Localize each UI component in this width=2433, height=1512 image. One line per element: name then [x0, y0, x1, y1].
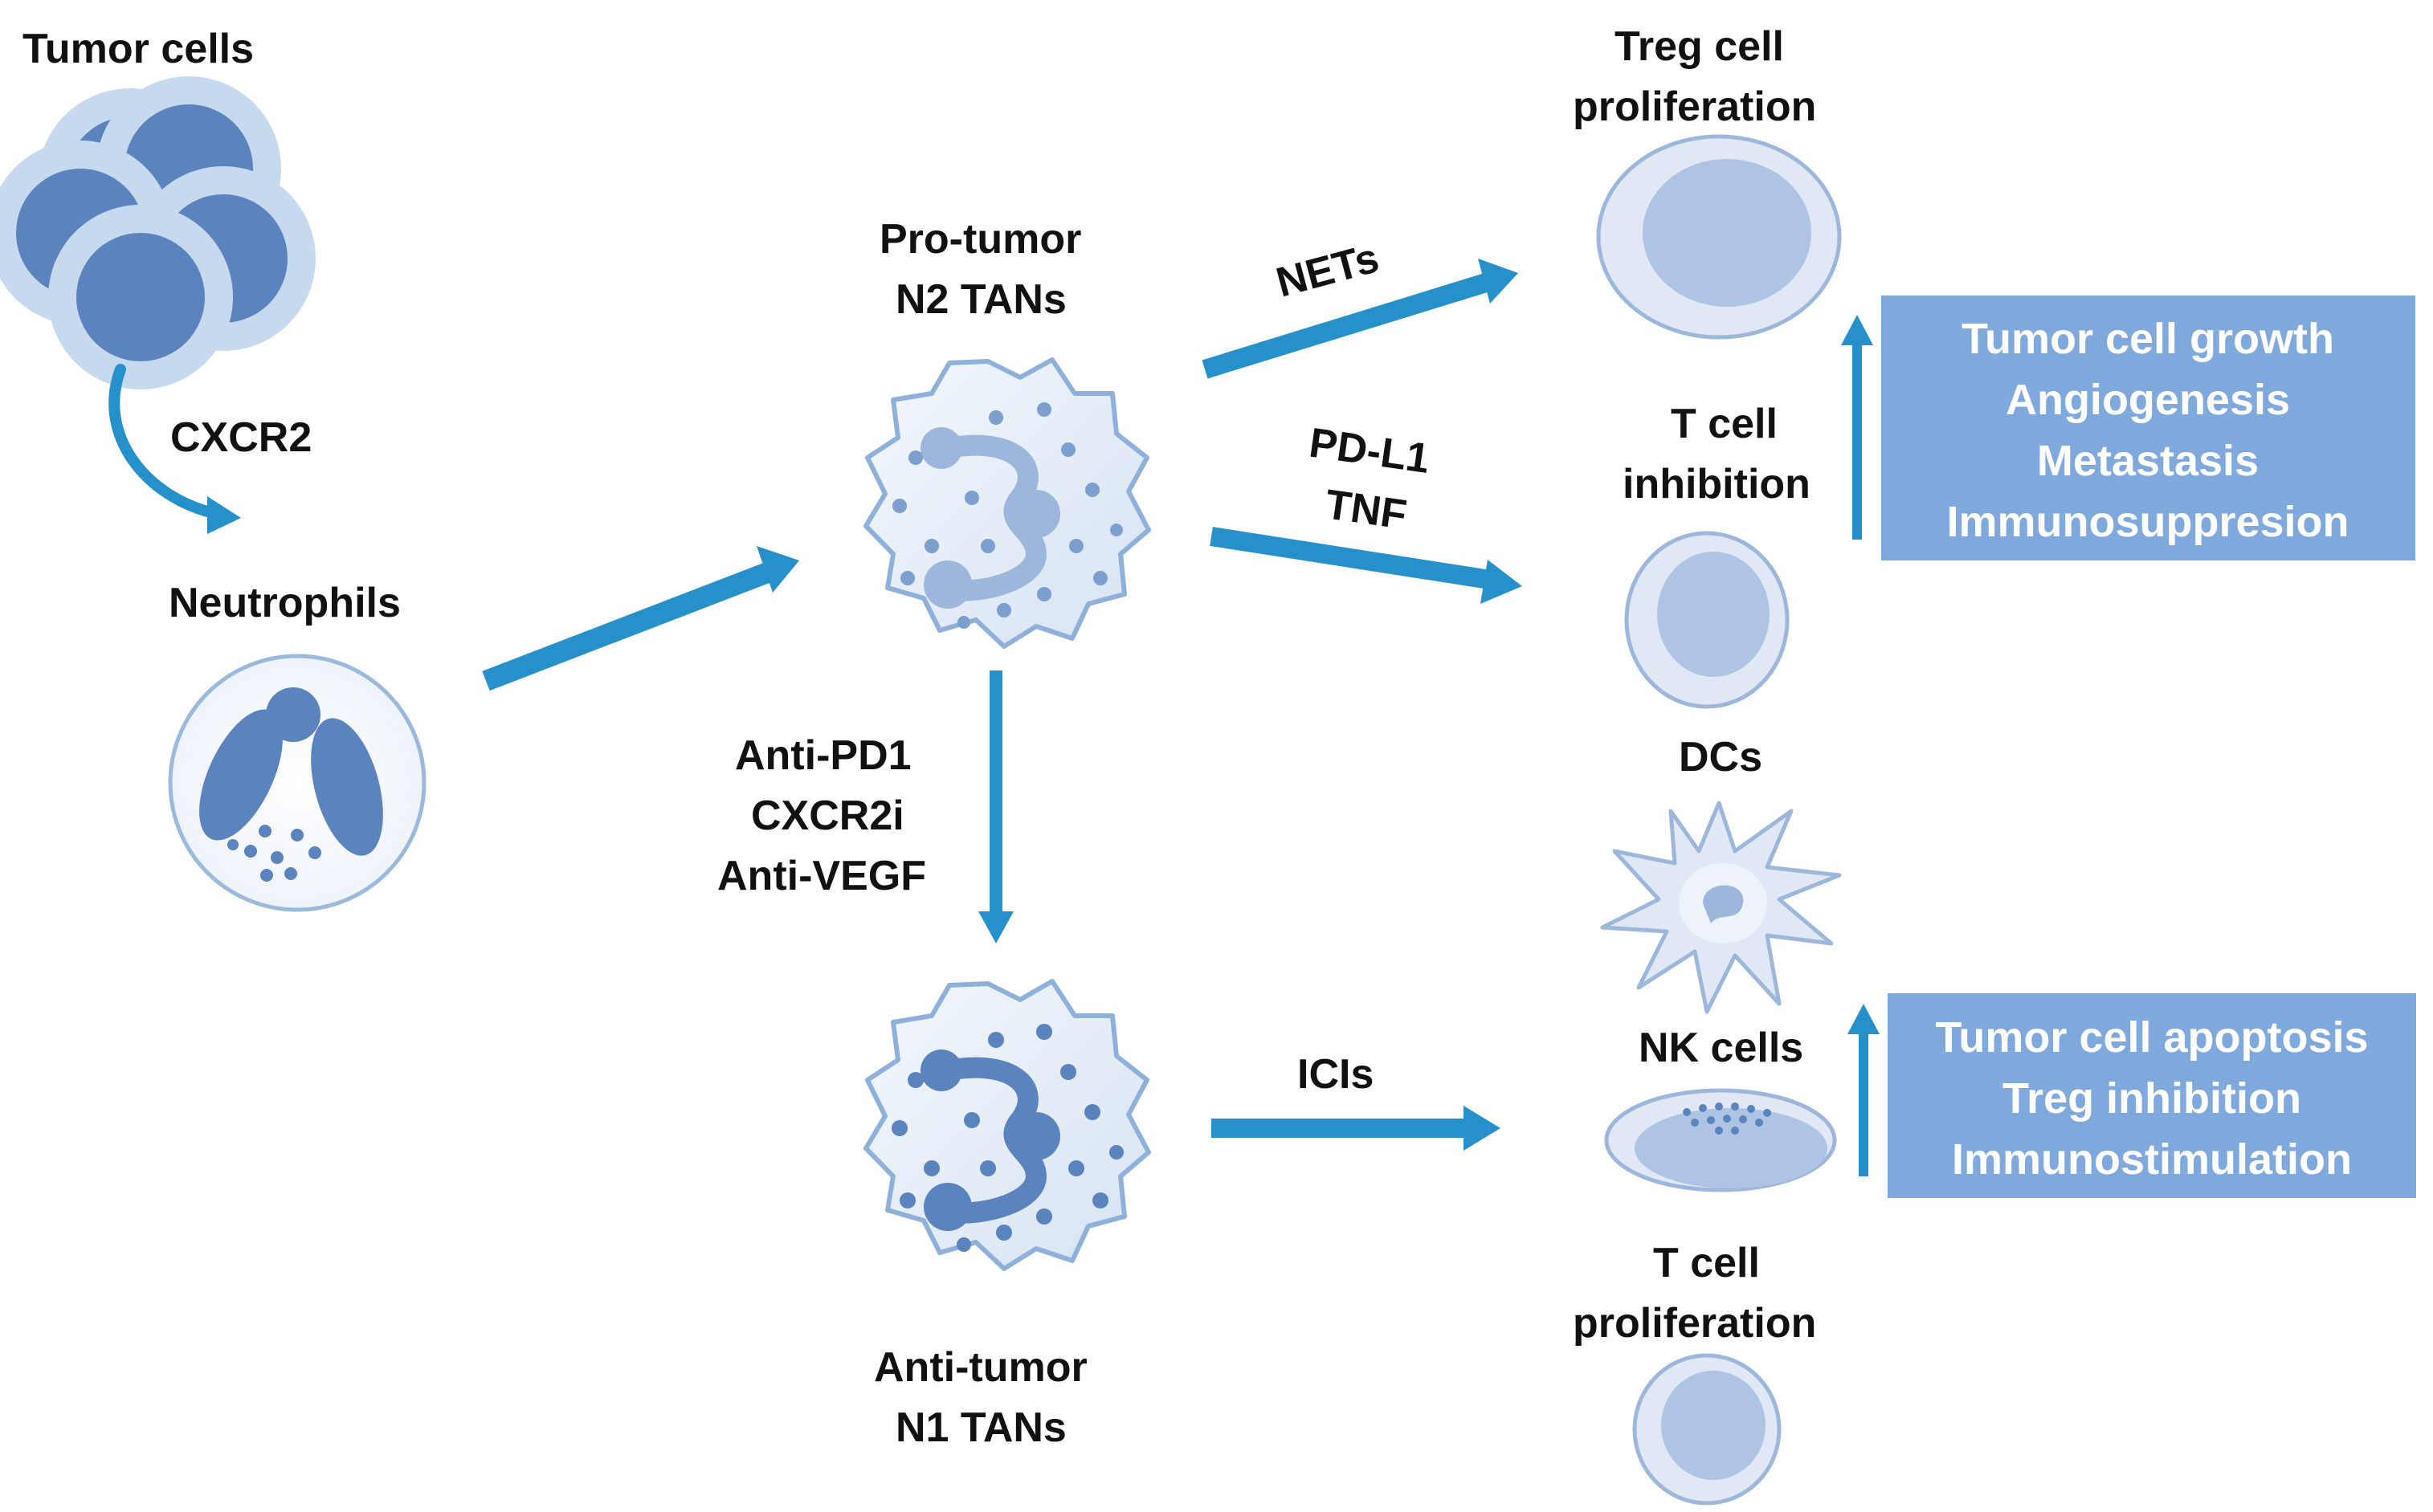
therapy-anti-pd1: Anti-PD1 [735, 732, 912, 779]
pro-effect-4: Immunosuppresion [1946, 498, 2349, 546]
arrow-nets-head [1478, 259, 1518, 304]
treg-label-line2: proliferation [1573, 84, 1816, 130]
n2-tan-cell [863, 357, 1151, 649]
tcell-proliferation-cell [1632, 1353, 1782, 1506]
icis-label: ICIs [1297, 1051, 1374, 1098]
nk-cells-label: NK cells [1639, 1025, 1803, 1071]
arrow-up-pro-head [1841, 315, 1873, 345]
arrow-neutrophil-to-n2-head [757, 546, 799, 593]
arrow-icis-head [1463, 1106, 1500, 1151]
arrow-pdl1-tnf [1210, 527, 1492, 589]
tcell-proliferation-label-line1: T cell [1653, 1240, 1760, 1286]
pro-tumor-label: Pro-tumor [880, 216, 1081, 263]
pro-effect-3: Metastasis [2037, 437, 2259, 485]
dc-cell [1600, 801, 1842, 1014]
cxcr2-curved-arrow [108, 364, 222, 520]
arrow-pdl1-tnf-head [1480, 560, 1522, 604]
anti-effect-2: Treg inhibition [2002, 1074, 2301, 1123]
n1-tan-cell [863, 979, 1151, 1271]
arrow-nets [1202, 273, 1489, 379]
tcell-inhibition-label-line1: T cell [1671, 401, 1778, 447]
tcell-proliferation-label-line2: proliferation [1573, 1300, 1816, 1347]
anti-tumor-label: Anti-tumor [874, 1344, 1088, 1391]
nk-cell [1604, 1088, 1837, 1192]
arrow-n2-to-n1-head [978, 911, 1014, 943]
therapy-cxcr2i: CXCR2i [751, 793, 904, 839]
pro-effect-1: Tumor cell growth [1962, 315, 2334, 363]
neutrophils-label: Neutrophils [169, 580, 401, 626]
n2-tans-label: N2 TANs [896, 276, 1067, 323]
pdl1-label: PD-L1 [1307, 420, 1433, 483]
dcs-label: DCs [1679, 734, 1762, 780]
cxcr2-arrowhead [207, 496, 241, 534]
n1-tans-label: N1 TANs [896, 1404, 1067, 1451]
tcell-inhibition-label-line2: inhibition [1623, 461, 1810, 507]
nets-label: NETs [1272, 234, 1384, 306]
tumor-cells-cluster [0, 76, 316, 389]
pro-tumor-effects-box [1881, 295, 2415, 560]
tumor-cells-label: Tumor cells [22, 26, 254, 72]
tnf-label: TNF [1322, 481, 1409, 539]
treg-cell [1596, 134, 1842, 340]
arrow-up-anti-head [1847, 1004, 1880, 1034]
treg-label-line1: Treg cell [1615, 23, 1784, 70]
anti-effect-3: Immunostimulation [1952, 1135, 2352, 1184]
cxcr2-label: CXCR2 [170, 414, 312, 461]
pro-effect-2: Angiogenesis [2006, 376, 2290, 424]
therapy-anti-vegf: Anti-VEGF [717, 853, 926, 899]
neutrophil-cell [168, 654, 427, 912]
anti-tumor-effects-box [1888, 993, 2416, 1198]
tcell-inhibition-cell [1624, 531, 1790, 709]
arrow-neutrophil-to-n2 [482, 561, 774, 691]
anti-effect-1: Tumor cell apoptosis [1935, 1013, 2368, 1062]
